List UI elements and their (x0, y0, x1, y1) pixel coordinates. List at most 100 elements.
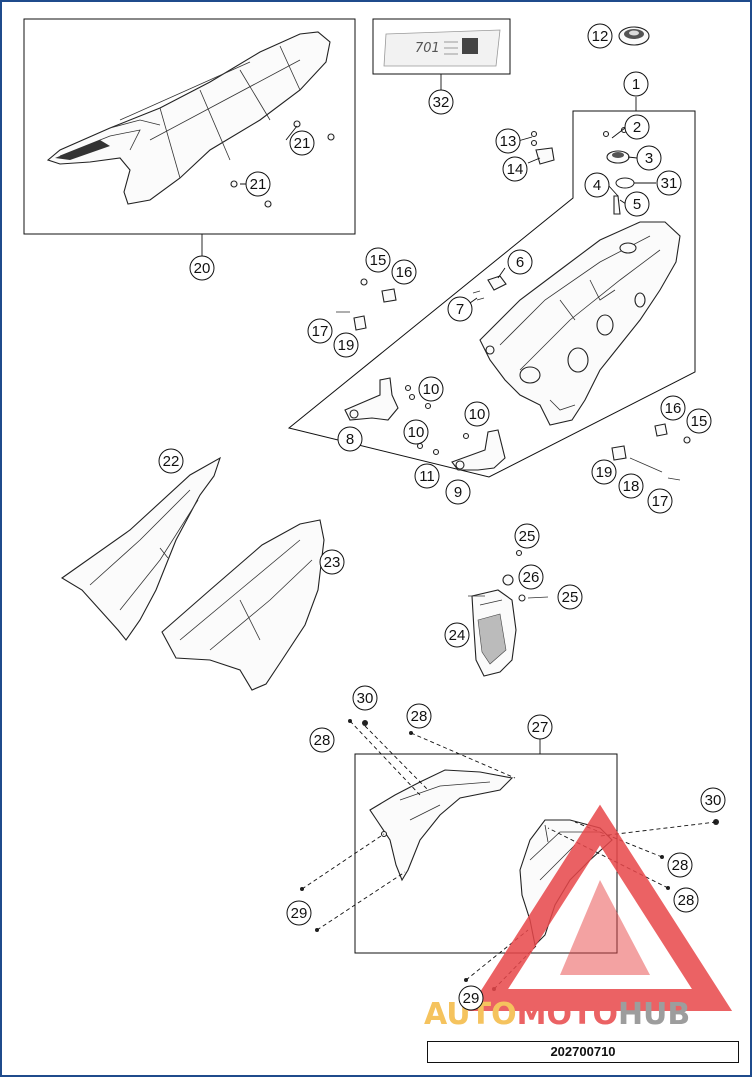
callout-20: 20 (189, 255, 215, 281)
svg-text:15: 15 (370, 252, 387, 269)
watermark-logo: AUTOMOTOHUB (424, 804, 733, 1032)
svg-text:6: 6 (516, 254, 524, 271)
svg-text:30: 30 (705, 792, 722, 809)
callout-7: 7 (447, 296, 473, 322)
callout-27: 27 (527, 714, 553, 740)
callout-10a: 10 (418, 376, 444, 402)
callout-19b: 19 (591, 459, 617, 485)
svg-text:8: 8 (346, 431, 354, 448)
svg-text:27: 27 (532, 719, 549, 736)
svg-text:9: 9 (454, 484, 462, 501)
callout-28d: 28 (673, 887, 699, 913)
svg-text:7: 7 (456, 301, 464, 318)
svg-text:4: 4 (593, 177, 601, 194)
svg-text:29: 29 (291, 905, 308, 922)
mounts-15-16-17-19 (336, 278, 397, 331)
frame-group-outline (287, 110, 696, 478)
svg-text:1: 1 (632, 76, 640, 93)
watermark-text: AUTOMOTOHUB (424, 997, 690, 1032)
callout-4: 4 (584, 172, 610, 198)
svg-text:18: 18 (623, 478, 640, 495)
svg-text:28: 28 (314, 732, 331, 749)
svg-text:10: 10 (423, 381, 440, 398)
svg-text:19: 19 (596, 464, 613, 481)
fuel-cap-part (618, 26, 650, 46)
svg-text:32: 32 (433, 94, 450, 111)
svg-text:17: 17 (652, 493, 669, 510)
seat-group-box (23, 18, 356, 235)
callout-28a: 28 (309, 727, 335, 753)
svg-text:13: 13 (500, 133, 517, 150)
svg-text:28: 28 (672, 857, 689, 874)
watermark-triangle (467, 804, 733, 1011)
callout-15a: 15 (365, 247, 391, 273)
callout-15b: 15 (686, 408, 712, 434)
callout-12: 12 (587, 23, 613, 49)
callout-24: 24 (444, 622, 470, 648)
callout-19a: 19 (333, 332, 359, 358)
callout-labels: 1 2 3 4 5 6 7 8 9 10 10 10 11 12 13 14 1… (158, 23, 726, 1011)
callout-2: 2 (624, 114, 650, 140)
svg-text:2: 2 (633, 119, 641, 136)
svg-text:24: 24 (449, 627, 466, 644)
svg-text:26: 26 (523, 569, 540, 586)
callout-9: 9 (445, 479, 471, 505)
callout-22: 22 (158, 448, 184, 474)
svg-text:3: 3 (645, 150, 653, 167)
svg-text:10: 10 (408, 424, 425, 441)
bracket-9 (416, 429, 506, 471)
callout-18: 18 (618, 473, 644, 499)
callout-1: 1 (623, 71, 649, 97)
callout-11: 11 (414, 463, 440, 489)
callout-21b: 21 (245, 171, 271, 197)
callout-8: 8 (337, 426, 363, 452)
callout-10b: 10 (464, 401, 490, 427)
svg-text:5: 5 (633, 196, 641, 213)
callout-10c: 10 (403, 419, 429, 445)
callout-16a: 16 (391, 259, 417, 285)
svg-text:21: 21 (250, 176, 267, 193)
document-number: 202700710 (427, 1041, 739, 1063)
svg-text:17: 17 (312, 323, 329, 340)
callout-23: 23 (319, 549, 345, 575)
svg-text:16: 16 (396, 264, 413, 281)
clip-6-7 (472, 275, 507, 301)
callout-13: 13 (495, 128, 521, 154)
callout-3: 3 (636, 145, 662, 171)
seat-nuts (230, 120, 335, 208)
callout-17b: 17 (647, 488, 673, 514)
side-panel-left (60, 456, 221, 641)
svg-text:30: 30 (357, 690, 374, 707)
svg-text:29: 29 (463, 990, 480, 1007)
callout-6: 6 (507, 249, 533, 275)
callout-14: 14 (502, 156, 528, 182)
svg-text:10: 10 (469, 406, 486, 423)
callout-16b: 16 (660, 395, 686, 421)
side-panel-right (161, 519, 325, 691)
svg-text:15: 15 (691, 413, 708, 430)
callout-29b: 29 (458, 985, 484, 1011)
callout-29a: 29 (286, 900, 312, 926)
svg-text:31: 31 (661, 175, 678, 192)
svg-text:11: 11 (419, 468, 435, 485)
callout-21a: 21 (289, 130, 315, 156)
panel-24 (468, 549, 549, 677)
leader-lines (240, 125, 656, 304)
svg-text:25: 25 (519, 528, 536, 545)
svg-text:23: 23 (324, 554, 341, 571)
svg-text:19: 19 (338, 337, 355, 354)
decal-part: 701 (383, 29, 501, 67)
callout-17a: 17 (307, 318, 333, 344)
callout-28c: 28 (667, 852, 693, 878)
callout-31: 31 (656, 170, 682, 196)
decal-box (372, 18, 511, 75)
seat-part (46, 31, 331, 205)
decal-text: 701 (415, 41, 440, 56)
callout-25b: 25 (557, 584, 583, 610)
svg-text:25: 25 (562, 589, 579, 606)
frame-part (479, 221, 681, 426)
svg-text:28: 28 (411, 708, 428, 725)
